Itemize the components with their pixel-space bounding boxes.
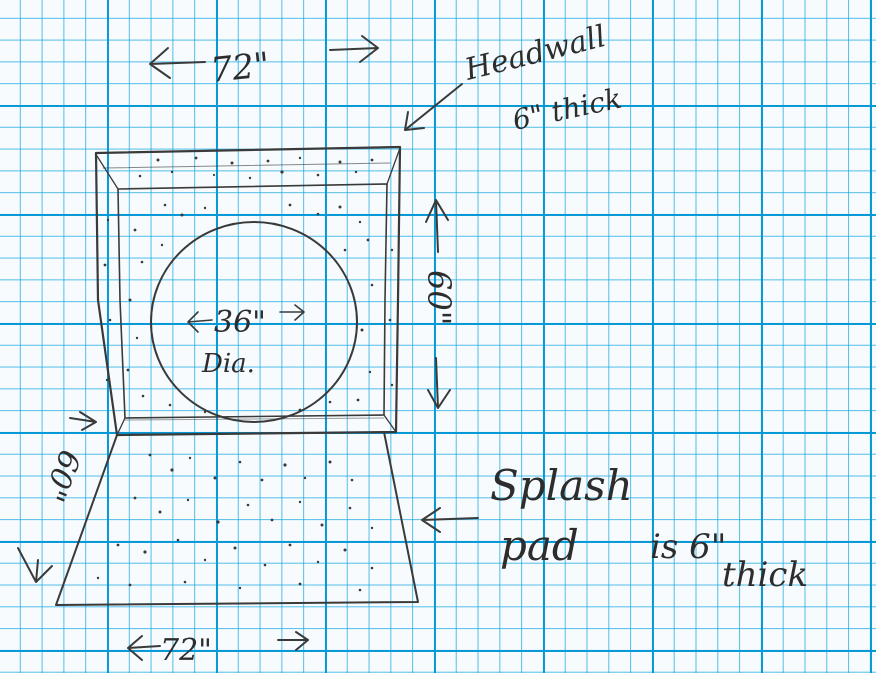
left-length-label: 60" [35, 445, 87, 506]
left-length-dimension: 60" [17, 411, 97, 583]
pipe-dia-label: Dia. [201, 349, 255, 379]
splash-line2: pad [500, 521, 579, 570]
bottom-width-label: 72" [160, 633, 212, 668]
headwall-thickness-label: 6" thick [510, 82, 625, 137]
concrete-stipple [96, 156, 394, 592]
top-width-dimension: 72" [149, 35, 379, 91]
pipe-diameter-label: 36" [214, 305, 266, 340]
headwall-callout: Headwall 6" thick [404, 19, 625, 137]
splash-pad-callout: Splash pad is 6" thick [421, 461, 808, 595]
headwall-outline [94, 145, 402, 437]
headwall-label: Headwall [460, 19, 609, 88]
right-height-label: 60" [420, 270, 458, 325]
right-height-dimension: 60" [420, 199, 458, 409]
splash-line1: Splash [490, 461, 633, 510]
splash-pad-outline [55, 417, 419, 606]
pipe-diameter-note: 36" Dia. [187, 304, 305, 379]
pipe-opening [150, 221, 358, 423]
bottom-width-dimension: 72" [127, 631, 309, 668]
splash-line3: is 6" [650, 527, 726, 567]
top-width-label: 72" [209, 45, 272, 91]
splash-line4: thick [722, 555, 808, 595]
